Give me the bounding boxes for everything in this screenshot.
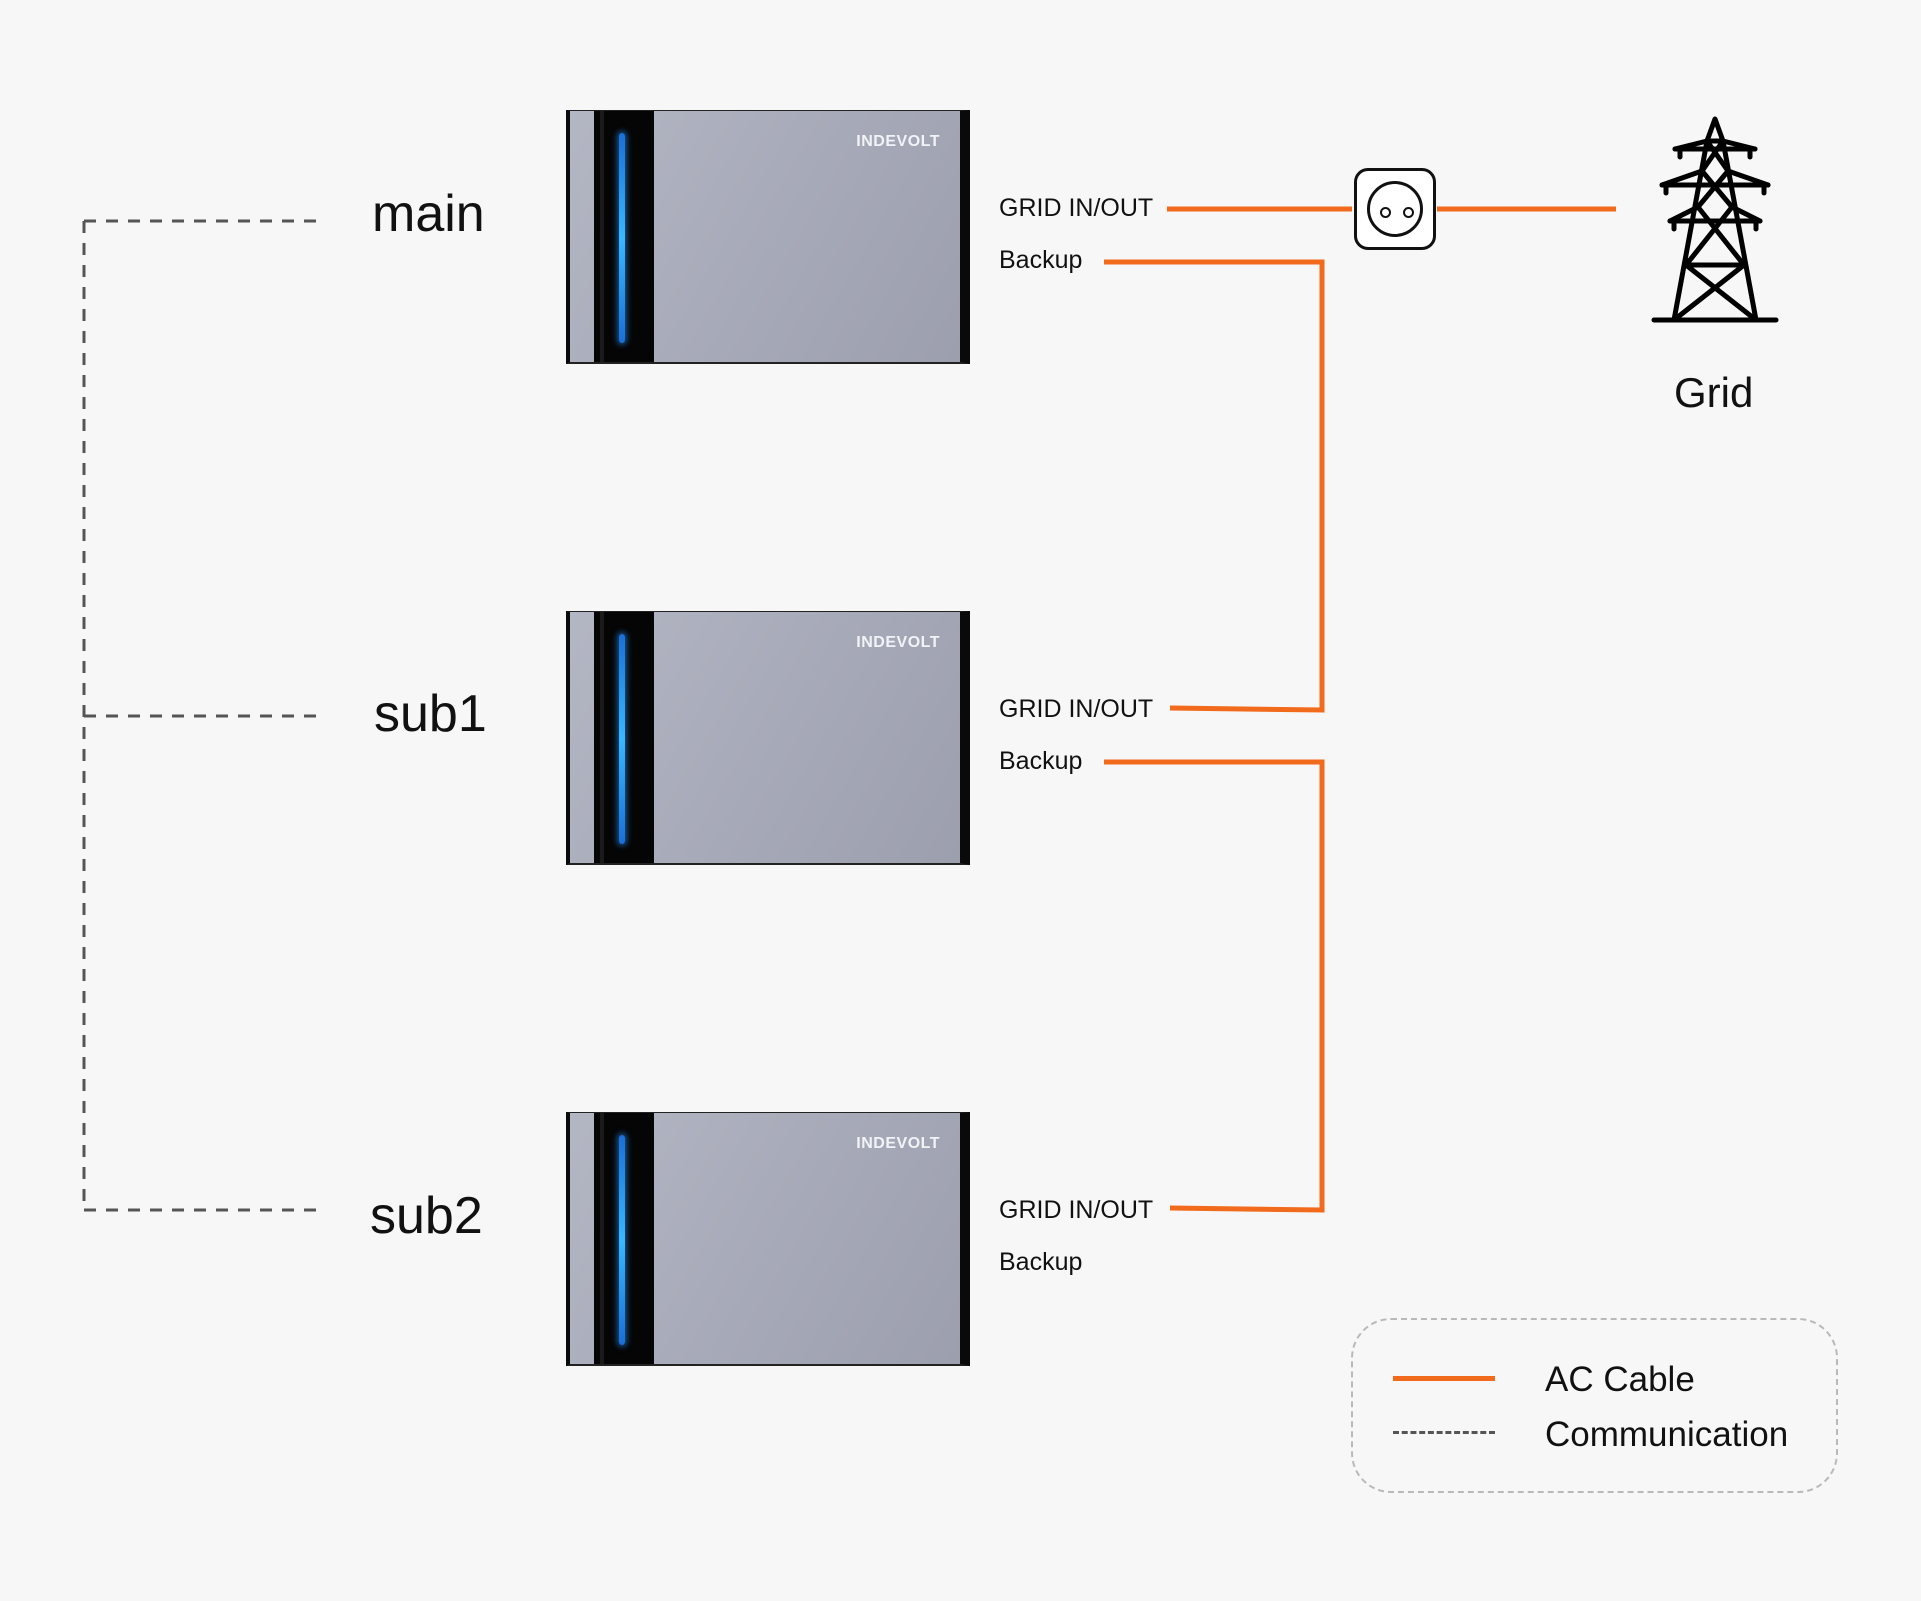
legend-ac-cable-swatch xyxy=(1393,1376,1495,1381)
brand-logo: INDEVOLT xyxy=(856,634,940,651)
unit-label-main: main xyxy=(372,185,485,243)
battery-unit-main: INDEVOLT xyxy=(566,110,970,364)
outlet-ring xyxy=(1367,181,1423,237)
unit-label-sub1: sub1 xyxy=(374,685,487,743)
port-label-main-backup: Backup xyxy=(999,246,1083,274)
port-label-sub1-backup: Backup xyxy=(999,747,1083,775)
port-label-sub2-backup: Backup xyxy=(999,1248,1083,1276)
port-label-sub2-grid: GRID IN/OUT xyxy=(999,1196,1154,1224)
power-outlet-icon xyxy=(1354,168,1436,250)
unit-label-sub2: sub2 xyxy=(370,1187,483,1245)
status-led xyxy=(619,1135,625,1345)
battery-unit-sub1: INDEVOLT xyxy=(566,611,970,865)
ac-sub1-backup-to-sub2-grid xyxy=(1104,759,1325,1213)
port-label-sub1-grid: GRID IN/OUT xyxy=(999,695,1154,723)
status-led xyxy=(619,133,625,343)
port-label-main-grid: GRID IN/OUT xyxy=(999,194,1154,222)
ac-main-backup-to-sub1-grid xyxy=(1104,259,1325,713)
brand-logo: INDEVOLT xyxy=(856,1135,940,1152)
power-tower-icon xyxy=(1651,116,1779,323)
legend: AC Cable Communication xyxy=(1351,1318,1838,1493)
grid-label: Grid xyxy=(1674,369,1754,416)
battery-unit-sub2: INDEVOLT xyxy=(566,1112,970,1366)
brand-logo: INDEVOLT xyxy=(856,133,940,150)
status-led xyxy=(619,634,625,844)
outlet-pin-left xyxy=(1380,207,1391,218)
legend-ac-cable-label: AC Cable xyxy=(1545,1360,1695,1399)
legend-communication-swatch xyxy=(1393,1431,1495,1434)
legend-communication-label: Communication xyxy=(1545,1415,1789,1454)
outlet-pin-right xyxy=(1403,207,1414,218)
